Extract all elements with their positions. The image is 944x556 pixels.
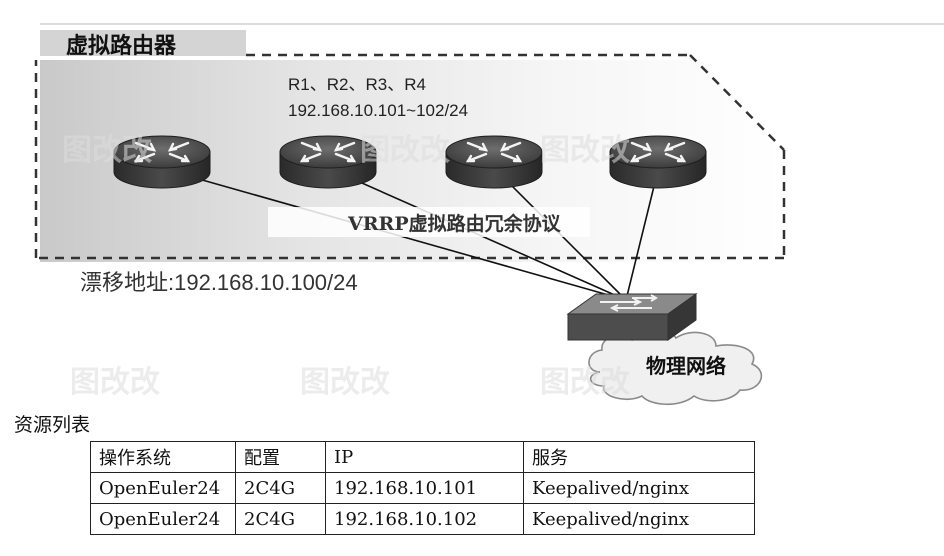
cell-ip: 192.168.10.101 [325, 472, 524, 504]
cell-config: 2C4G [235, 472, 326, 504]
vrrp-diagram: 虚拟路由器 R1、R2、R3、R4 192.168.10.101~102/24 … [34, 23, 944, 406]
router-icon [113, 135, 211, 189]
header-os: 操作系统 [90, 441, 236, 473]
router-icon [609, 135, 707, 189]
table-header-row: 操作系统 配置 IP 服务 [90, 441, 755, 473]
watermark: 图改改 [70, 365, 160, 400]
network-label: 物理网络 [646, 354, 726, 378]
watermark: 图改改 [540, 133, 630, 168]
link-r4 [625, 169, 659, 301]
cell-os: OpenEuler24 [90, 503, 236, 535]
cell-config: 2C4G [235, 503, 326, 535]
watermark: 图改改 [540, 365, 630, 400]
cell-os: OpenEuler24 [90, 472, 236, 504]
floating-address: 漂移地址:192.168.10.100/24 [80, 270, 358, 295]
watermark: 图改改 [62, 133, 152, 168]
router-names: R1、R2、R3、R4 [288, 75, 426, 94]
routers [113, 135, 707, 189]
group-title: 虚拟路由器 [66, 33, 177, 59]
cell-ip: 192.168.10.102 [325, 503, 524, 535]
watermark: 图改改 [360, 133, 450, 168]
virtual-router-panel [40, 60, 784, 262]
watermark: 图改改 [300, 365, 390, 400]
router-ip-range: 192.168.10.101~102/24 [288, 101, 468, 120]
router-icon [279, 135, 377, 189]
resource-list-caption: 资源列表 [14, 414, 91, 436]
resource-table: 操作系统 配置 IP 服务 OpenEuler24 2C4G 192.168.1… [90, 441, 755, 535]
header-ip: IP [325, 441, 524, 473]
switch-icon [566, 293, 698, 341]
table-row: OpenEuler24 2C4G 192.168.10.102 Keepaliv… [90, 503, 755, 535]
virtual-router-boundary [34, 53, 786, 260]
header-service: 服务 [523, 441, 755, 473]
cell-service: Keepalived/nginx [523, 503, 755, 535]
protocol-label: VRRP虚拟路由冗余协议 [347, 212, 562, 235]
header-config: 配置 [235, 441, 326, 473]
group-title-tab [40, 30, 246, 56]
cell-service: Keepalived/nginx [523, 472, 755, 504]
protocol-label-bg [268, 207, 590, 237]
router-icon [445, 135, 543, 189]
table-row: OpenEuler24 2C4G 192.168.10.101 Keepaliv… [90, 472, 755, 504]
watermarks: 图改改 图改改 图改改 图改改 图改改 图改改 [62, 133, 630, 400]
